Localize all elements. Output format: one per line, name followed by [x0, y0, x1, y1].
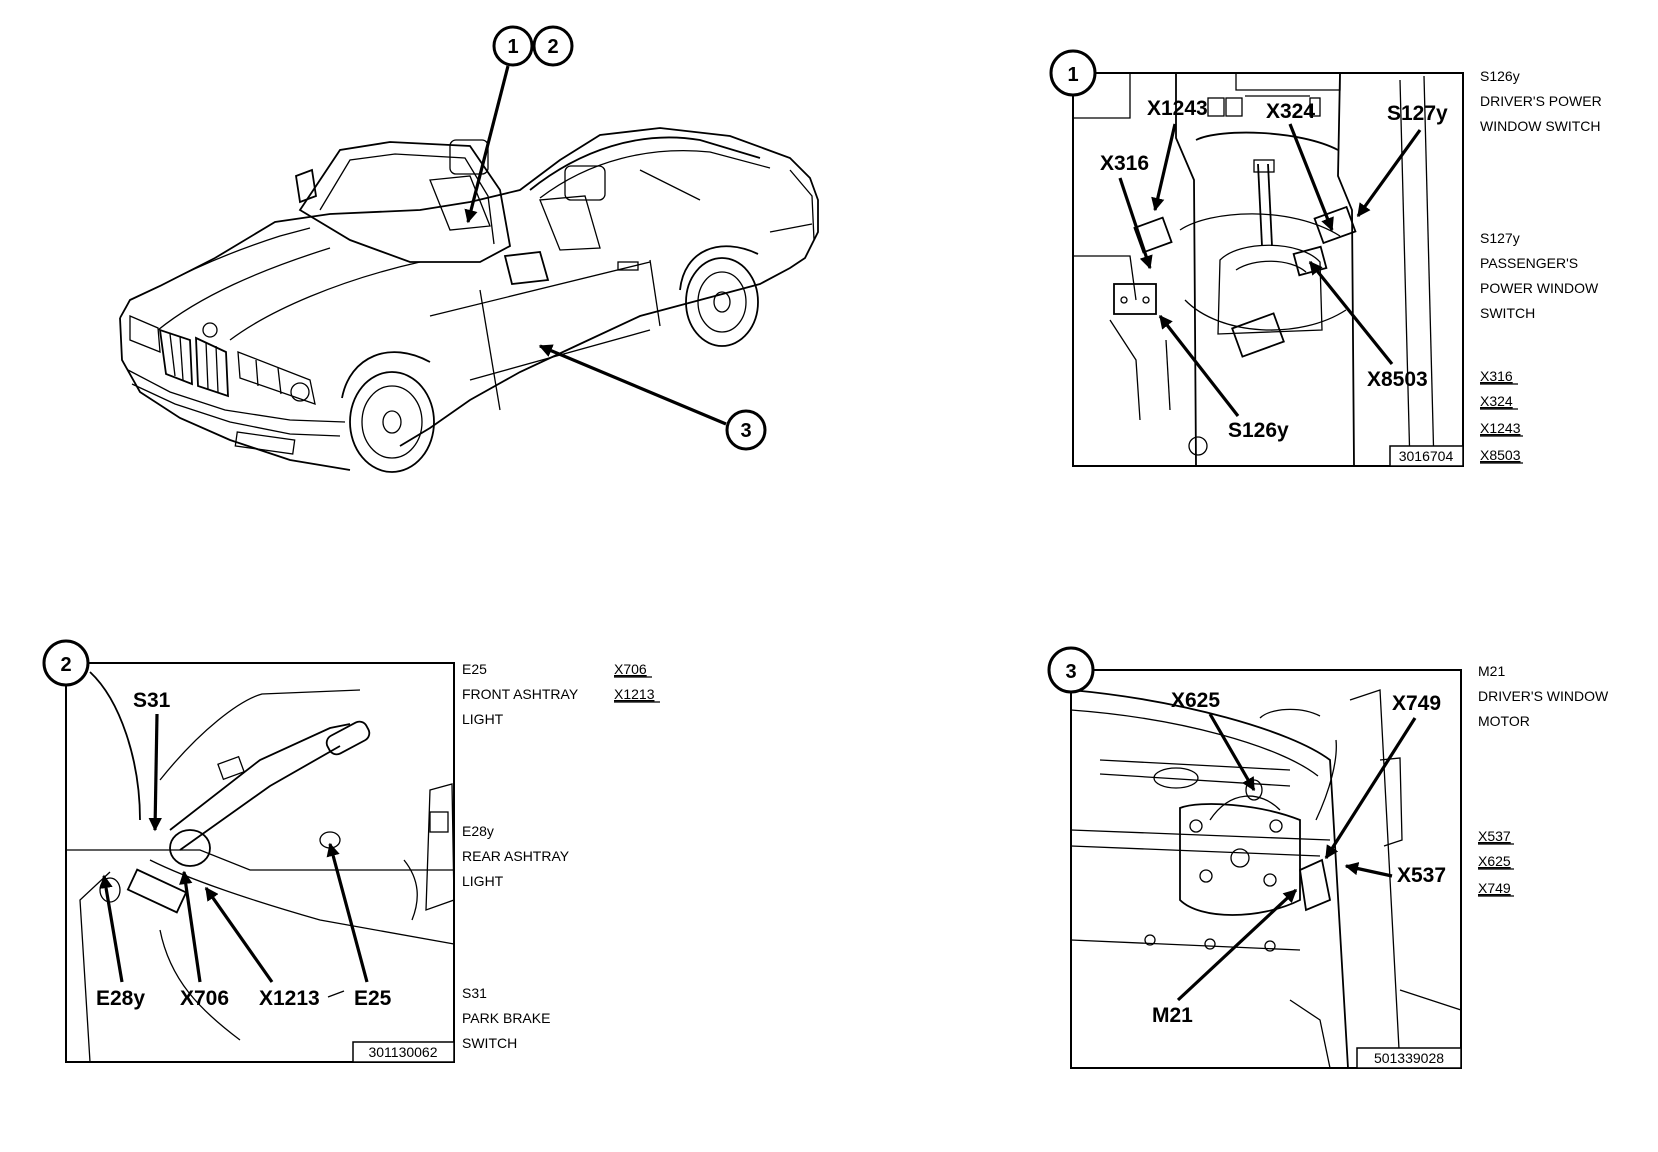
svg-text:FRONT ASHTRAY: FRONT ASHTRAY [462, 686, 579, 702]
pointer-x316 [1118, 177, 1153, 270]
svg-text:LIGHT: LIGHT [462, 711, 504, 727]
svg-text:1: 1 [507, 36, 518, 58]
svg-text:X8503: X8503 [1480, 447, 1521, 463]
svg-text:WINDOW SWITCH: WINDOW SWITCH [1480, 118, 1601, 134]
svg-text:PASSENGER'S: PASSENGER'S [1480, 255, 1578, 271]
panel-3-figure-code: 501339028 [1374, 1050, 1444, 1066]
panel-3-frame [1070, 669, 1462, 1069]
panel-3-legend: M21 DRIVER'S WINDOW MOTOR X537 X625 X749 [1478, 663, 1609, 897]
svg-text:S126y: S126y [1480, 68, 1520, 84]
label-x749: X749 [1392, 692, 1441, 715]
label-x8503: X8503 [1367, 368, 1428, 391]
svg-text:X537: X537 [1478, 828, 1511, 844]
svg-text:X1243: X1243 [1480, 420, 1521, 436]
svg-text:X749: X749 [1478, 880, 1511, 896]
pointer-x1243 [1151, 123, 1177, 212]
svg-text:PARK BRAKE: PARK BRAKE [462, 1010, 550, 1026]
label-x625: X625 [1171, 689, 1220, 712]
grille-badge-icon [202, 322, 218, 338]
svg-text:MOTOR: MOTOR [1478, 713, 1530, 729]
pointer-s126y [1158, 314, 1240, 417]
svg-text:DRIVER'S POWER: DRIVER'S POWER [1480, 93, 1602, 109]
panel-1-figure-code: 3016704 [1399, 448, 1454, 464]
pointer-e28y [99, 874, 124, 983]
panel-3-door-view: 3 X625 X749 X537 M21 501339028 [1047, 646, 1462, 1069]
overview-callout-2: 2 [532, 25, 574, 67]
svg-text:X706: X706 [614, 661, 647, 677]
label-e25-panel2: E25 [354, 987, 392, 1010]
pointer-m21 [1176, 888, 1298, 1002]
panel-2-figure-code: 301130062 [368, 1044, 437, 1060]
svg-text:SWITCH: SWITCH [1480, 305, 1535, 321]
svg-text:S31: S31 [462, 985, 487, 1001]
s126y-switch-shape [1113, 283, 1157, 315]
label-x316: X316 [1100, 152, 1149, 175]
svg-text:X625: X625 [1478, 853, 1511, 869]
svg-text:REAR ASHTRAY: REAR ASHTRAY [462, 848, 570, 864]
svg-text:M21: M21 [1478, 663, 1505, 679]
svg-text:LIGHT: LIGHT [462, 873, 504, 889]
pointer-s127y [1356, 129, 1422, 218]
pointer-e25 [326, 842, 369, 983]
label-e28y-panel2: E28y [96, 987, 145, 1010]
overview-callout-3: 3 [725, 409, 767, 451]
label-m21-panel3: M21 [1152, 1004, 1193, 1027]
overview-callout-1: 1 [492, 25, 534, 67]
pointer-x625 [1208, 713, 1256, 792]
panel-2-number-badge [42, 639, 90, 687]
svg-text:2: 2 [60, 654, 71, 676]
label-s127y-panel1: S127y [1387, 102, 1448, 125]
pointer-x706 [179, 870, 202, 983]
svg-text:X1213: X1213 [614, 686, 655, 702]
svg-text:POWER WINDOW: POWER WINDOW [1480, 280, 1599, 296]
pointer-x8503 [1308, 260, 1394, 366]
panel-1-legend: S126y DRIVER'S POWER WINDOW SWITCH S127y… [1480, 68, 1602, 464]
svg-text:X324: X324 [1480, 393, 1513, 409]
pointer-x537 [1344, 862, 1393, 878]
overview-pointer-to-console [464, 65, 510, 224]
panel-2-legend: E25 FRONT ASHTRAY LIGHT E28y REAR ASHTRA… [462, 661, 660, 1051]
svg-text:1: 1 [1067, 64, 1078, 86]
label-s31-panel2: S31 [133, 689, 171, 712]
panel-3-number-badge [1047, 646, 1095, 694]
panel-1-console-view: 1 X1243 X324 S127y X316 X8503 S126y 3016… [1049, 49, 1464, 467]
overview-pointer-to-door [538, 344, 727, 426]
svg-text:3: 3 [1065, 661, 1076, 683]
pointer-x324 [1288, 123, 1334, 232]
overview-car-illustration [119, 127, 819, 473]
svg-text:E25: E25 [462, 661, 487, 677]
panel-2-park-brake-view: 2 S31 E28y X706 X1213 E25 301130062 [42, 639, 455, 1063]
label-x537: X537 [1397, 864, 1446, 887]
svg-text:E28y: E28y [462, 823, 494, 839]
panel-1-frame [1072, 72, 1464, 467]
label-x706: X706 [180, 987, 229, 1010]
pointer-x1213 [204, 886, 274, 983]
svg-text:DRIVER'S WINDOW: DRIVER'S WINDOW [1478, 688, 1609, 704]
pointer-x749 [1324, 717, 1417, 860]
svg-text:SWITCH: SWITCH [462, 1035, 517, 1051]
label-x1243: X1243 [1147, 97, 1208, 120]
label-s126y-panel1: S126y [1228, 419, 1289, 442]
svg-text:3: 3 [740, 420, 751, 442]
panel-1-number-badge [1049, 49, 1097, 97]
pointer-s31 [148, 713, 162, 832]
label-x324: X324 [1266, 100, 1315, 123]
svg-text:X316: X316 [1480, 368, 1513, 384]
svg-text:2: 2 [547, 36, 558, 58]
label-x1213: X1213 [259, 987, 320, 1010]
svg-text:S127y: S127y [1480, 230, 1520, 246]
